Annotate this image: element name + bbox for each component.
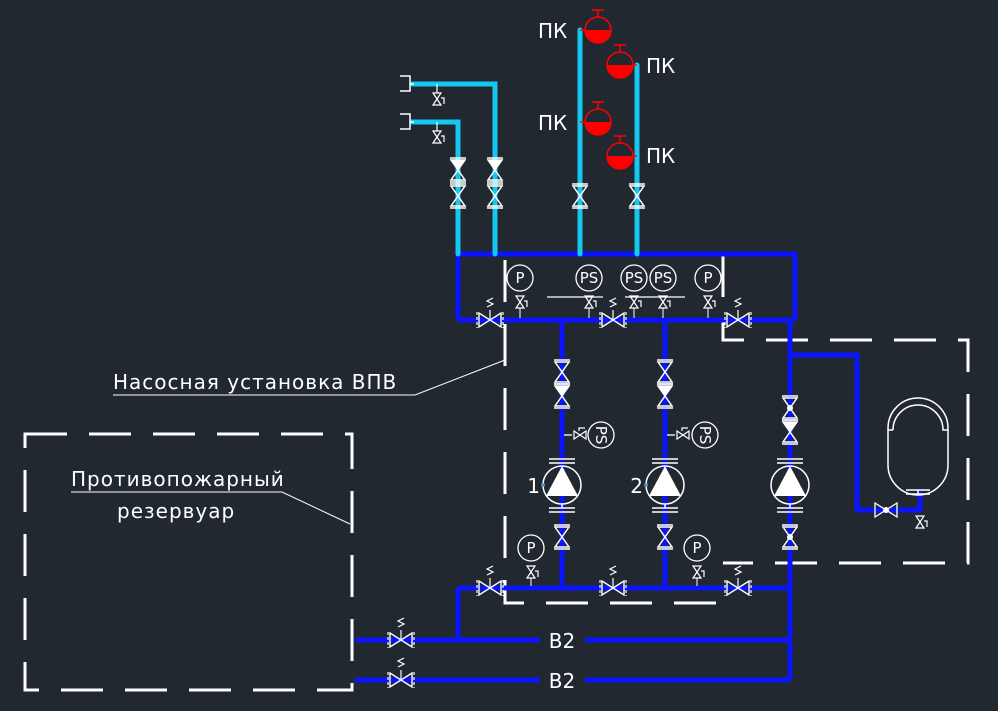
fire-hydrant-icon bbox=[606, 135, 634, 170]
pressure-gauge-label: P bbox=[515, 269, 524, 287]
pressure-switch-label: PS bbox=[625, 269, 644, 287]
fire-valve-label: ПК bbox=[646, 144, 675, 168]
header-gauges bbox=[506, 264, 722, 292]
pressure-switch-label: PS bbox=[654, 269, 673, 287]
pressure-switch-label: PS bbox=[580, 269, 599, 287]
membrane-tank-icon bbox=[887, 397, 949, 496]
jockey-valves[interactable] bbox=[781, 395, 799, 550]
pump-2-number: 2 bbox=[630, 474, 643, 498]
riser-pipework bbox=[409, 27, 640, 257]
reservoir-boundary bbox=[23, 432, 354, 692]
fire-hydrant-icon bbox=[584, 9, 612, 44]
reservoir-label-line1: Противопожарный bbox=[71, 467, 285, 491]
main-pipework bbox=[355, 251, 923, 683]
pressure-gauge-label: P bbox=[703, 269, 712, 287]
pump-station-leader bbox=[113, 359, 506, 396]
ps-valves bbox=[573, 427, 690, 440]
pump-station-label: Насосная установка ВПВ bbox=[113, 370, 397, 394]
pipe-b2-label: В2 bbox=[549, 629, 575, 653]
jockey-pump-icon[interactable] bbox=[770, 458, 810, 513]
fire-valve-label: ПК bbox=[538, 19, 567, 43]
pump-station-boundary bbox=[503, 253, 970, 605]
suction-gauges bbox=[517, 534, 711, 562]
fire-hydrant-icon bbox=[606, 44, 634, 79]
pressure-switch-label: PS bbox=[696, 426, 714, 445]
drain-valve-icon bbox=[432, 84, 445, 144]
pump-discharge-valves[interactable] bbox=[553, 359, 674, 550]
pump-1-number: 1 bbox=[527, 474, 540, 498]
pipe-b2-label: В2 bbox=[549, 669, 575, 693]
fire-valve-label: ПК bbox=[646, 54, 675, 78]
reservoir-leader bbox=[71, 491, 351, 525]
pressure-switch-label: PS bbox=[592, 426, 610, 445]
pump-2-icon[interactable] bbox=[645, 458, 685, 513]
tank-valve-icon[interactable] bbox=[874, 501, 928, 529]
pressure-gauge-label: P bbox=[692, 539, 701, 557]
gauge-valves bbox=[515, 295, 716, 318]
pump-1-icon[interactable] bbox=[542, 458, 582, 513]
fire-valve-label: ПК bbox=[538, 111, 567, 135]
fire-hydrant-valves bbox=[580, 9, 637, 170]
fire-hydrant-icon bbox=[584, 101, 612, 136]
hose-connector-icon bbox=[400, 75, 414, 130]
pressure-gauge-label: P bbox=[526, 539, 535, 557]
pump-pressure-switches bbox=[564, 421, 719, 449]
reservoir-label-line2: резервуар bbox=[117, 499, 235, 523]
